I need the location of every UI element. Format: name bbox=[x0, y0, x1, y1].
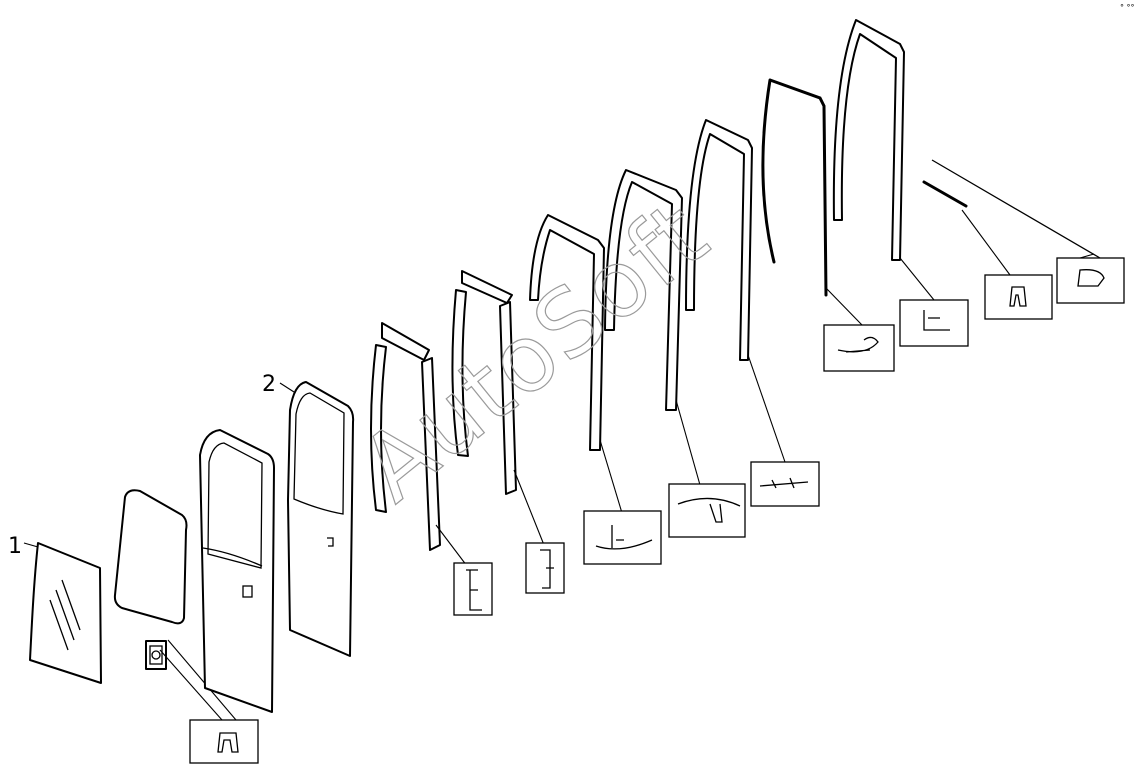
seal-profile-detail-box bbox=[189, 719, 259, 764]
weatherstrip bbox=[922, 180, 968, 208]
door-glass bbox=[29, 542, 102, 684]
callout-1-label: 1 bbox=[8, 534, 22, 559]
leader-moulding bbox=[825, 287, 863, 326]
guide-rail-1 bbox=[370, 322, 441, 551]
window-frame-seal-1 bbox=[529, 214, 605, 451]
seal-2-profile-detail-box bbox=[668, 483, 746, 538]
window-frame-seal-2 bbox=[604, 169, 683, 411]
belt-moulding-strip bbox=[761, 78, 828, 297]
rail-2-profile-detail-box bbox=[525, 542, 565, 594]
corner-mark: ° °° bbox=[1120, 3, 1135, 12]
guide-rail-2 bbox=[451, 270, 517, 495]
leader-seal-a bbox=[159, 649, 223, 721]
leader-seal-3 bbox=[747, 354, 786, 463]
callout-2-leader bbox=[279, 382, 295, 393]
seal-1-profile-detail-box bbox=[583, 510, 662, 565]
leader-weatherstrip bbox=[961, 209, 1011, 276]
seal-clip bbox=[145, 640, 167, 670]
leader-rail-2 bbox=[513, 469, 545, 546]
leader-seal-2 bbox=[675, 399, 701, 486]
window-frame-seal-3 bbox=[685, 119, 753, 361]
rail-1-profile-detail-box bbox=[453, 562, 493, 616]
weatherstrip-profile-detail-box bbox=[984, 274, 1053, 320]
glass-seal-panel bbox=[113, 489, 188, 625]
leader-seal-1 bbox=[599, 439, 623, 514]
callout-2-label: 2 bbox=[262, 372, 276, 397]
roof-drip-seal bbox=[931, 159, 1101, 259]
callout-1-leader bbox=[23, 542, 39, 548]
drip-seal-profile-detail-box bbox=[1056, 257, 1125, 304]
outer-frame-seal bbox=[832, 19, 905, 261]
door-outer-panel bbox=[287, 381, 355, 657]
leader-outer-seal bbox=[899, 257, 935, 301]
door-inner-frame bbox=[199, 429, 275, 713]
leader-seal-b bbox=[167, 639, 237, 721]
leader-drip-seal bbox=[1079, 253, 1095, 259]
seal-3-profile-detail-box bbox=[750, 461, 820, 507]
moulding-profile-detail-box bbox=[823, 324, 895, 372]
outer-seal-profile-detail-box bbox=[899, 299, 969, 347]
